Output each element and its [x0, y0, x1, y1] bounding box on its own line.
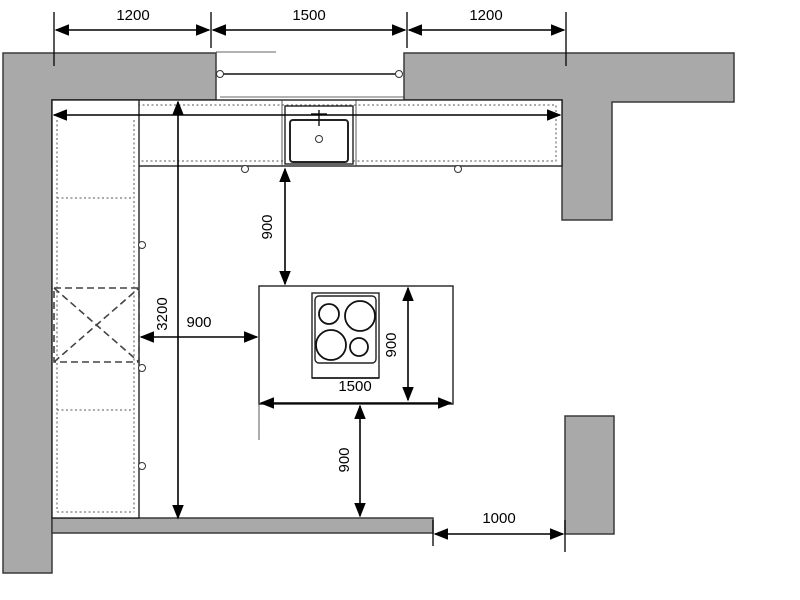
dim-top-left: 1200	[116, 7, 149, 24]
dishwasher	[53, 287, 140, 363]
dimension-labels: 1200 1500 1200 3200 900 900 900 1500 900…	[116, 7, 515, 527]
window	[216, 51, 404, 98]
dim-bottom-clearance: 900	[336, 447, 353, 472]
cooktop	[311, 292, 380, 379]
dim-doorway: 1000	[482, 510, 515, 527]
right-lower-wall	[564, 415, 615, 535]
dim-island-depth: 900	[383, 332, 400, 357]
dim-top-clearance: 900	[259, 214, 276, 239]
dimension-lines	[52, 12, 567, 552]
dim-island-width: 1500	[338, 378, 371, 395]
walls	[2, 52, 735, 574]
dim-top-right: 1200	[469, 7, 502, 24]
dim-run-length: 3200	[154, 297, 171, 330]
dim-top-opening: 1500	[292, 7, 325, 24]
dim-side-clearance: 900	[186, 314, 211, 331]
bottom-wall	[51, 517, 434, 534]
left-counter	[51, 99, 146, 519]
